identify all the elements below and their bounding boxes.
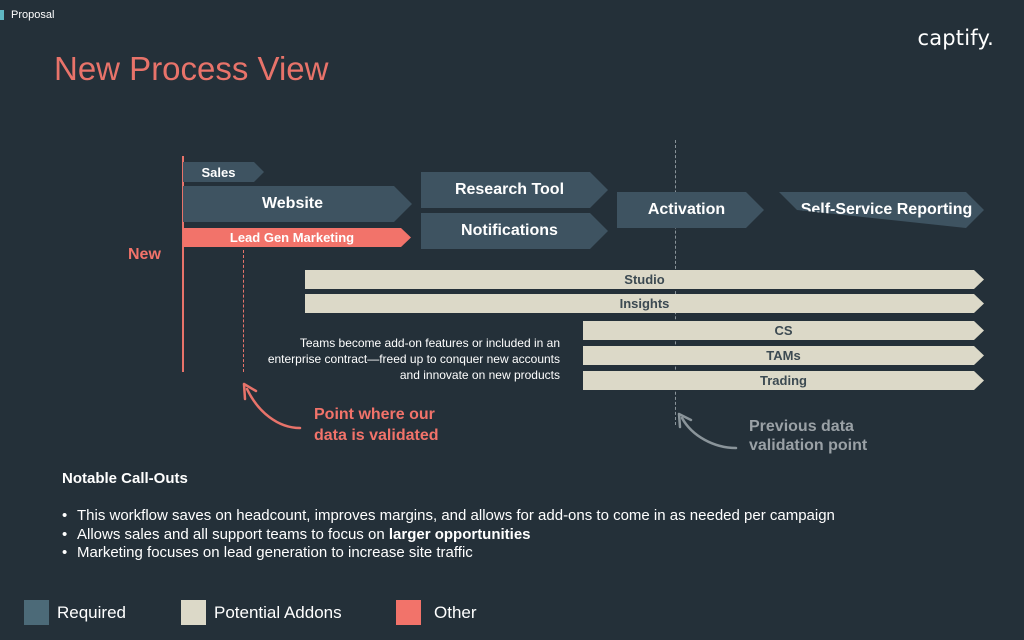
previous-callout-line1: Previous data <box>749 418 854 435</box>
addon-tams-label: TAMs <box>766 348 801 363</box>
addon-cs-label: CS <box>774 323 793 338</box>
tag-marker <box>0 10 4 20</box>
previous-callout-line2: validation point <box>749 437 868 454</box>
proposal-tag: Proposal <box>0 9 54 21</box>
legend-required-swatch <box>24 600 49 625</box>
step-activation: Activation <box>617 192 764 228</box>
validated-callout-line1: Point where our <box>314 406 435 423</box>
previous-validation-callout: Previous data validation point <box>749 417 867 455</box>
captify-logo: captify. <box>917 26 994 50</box>
legend-required-label: Required <box>57 602 126 622</box>
addon-bar-cs: CS <box>583 321 984 340</box>
addon-insights-label: Insights <box>619 296 670 311</box>
notes-heading: Notable Call-Outs <box>62 470 188 487</box>
step-notifications-label: Notifications <box>461 222 558 239</box>
addon-studio-label: Studio <box>624 272 665 287</box>
step-self-service-reporting: Self-Service Reporting <box>779 192 984 228</box>
step-website: Website <box>183 186 412 222</box>
legend-addons-label: Potential Addons <box>214 602 342 622</box>
step-lead-gen-marketing: Lead Gen Marketing <box>183 228 411 247</box>
addon-bar-trading: Trading <box>583 371 984 390</box>
addon-bar-studio: Studio <box>305 270 984 289</box>
notes-bullet-1: This workflow saves on headcount, improv… <box>62 507 835 526</box>
step-research-tool-label: Research Tool <box>454 181 565 198</box>
validation-dashed-line <box>243 250 244 372</box>
legend-other-swatch <box>396 600 421 625</box>
tag-label: Proposal <box>11 9 55 21</box>
addon-bar-tams: TAMs <box>583 346 984 365</box>
teams-note: Teams become add-on features or included… <box>267 336 560 382</box>
notes-bullet-2-prefix: Allows sales and all support teams to fo… <box>77 525 389 543</box>
step-activation-label: Activation <box>647 201 726 218</box>
validated-callout: Point where our data is validated <box>314 404 439 446</box>
step-sales: Sales <box>183 162 264 182</box>
step-research-tool: Research Tool <box>421 172 608 208</box>
notes-list: This workflow saves on headcount, improv… <box>62 507 835 563</box>
addon-bar-insights: Insights <box>305 294 984 313</box>
notes-bullet-3-text: Marketing focuses on lead generation to … <box>77 544 473 561</box>
page-title: New Process View <box>54 50 329 87</box>
addon-trading-label: Trading <box>760 373 807 388</box>
notes-bullet-2-bold: larger opportunities <box>388 525 531 543</box>
validated-callout-line2: data is validated <box>314 427 439 444</box>
step-sales-label: Sales <box>201 164 236 180</box>
step-lead-gen-label: Lead Gen Marketing <box>229 230 355 245</box>
curved-arrow-grey-icon <box>677 412 738 450</box>
step-notifications: Notifications <box>421 213 608 249</box>
start-line <box>182 156 184 372</box>
legend-addons: Potential Addons <box>181 600 342 625</box>
legend-required: Required <box>24 600 126 625</box>
step-website-label: Website <box>261 195 324 212</box>
legend-other-label: Other <box>434 602 477 622</box>
curved-arrow-red-icon <box>242 382 302 430</box>
step-self-service-label: Self-Service Reporting <box>800 201 973 218</box>
notes-bullet-3: Marketing focuses on lead generation to … <box>62 544 835 563</box>
row-label-new: New <box>128 246 161 263</box>
legend-other: Other <box>396 600 477 625</box>
notes-bullet-2: Allows sales and all support teams to fo… <box>62 526 835 545</box>
legend-addons-swatch <box>181 600 206 625</box>
notes-bullet-1-text: This workflow saves on headcount, improv… <box>77 507 835 524</box>
